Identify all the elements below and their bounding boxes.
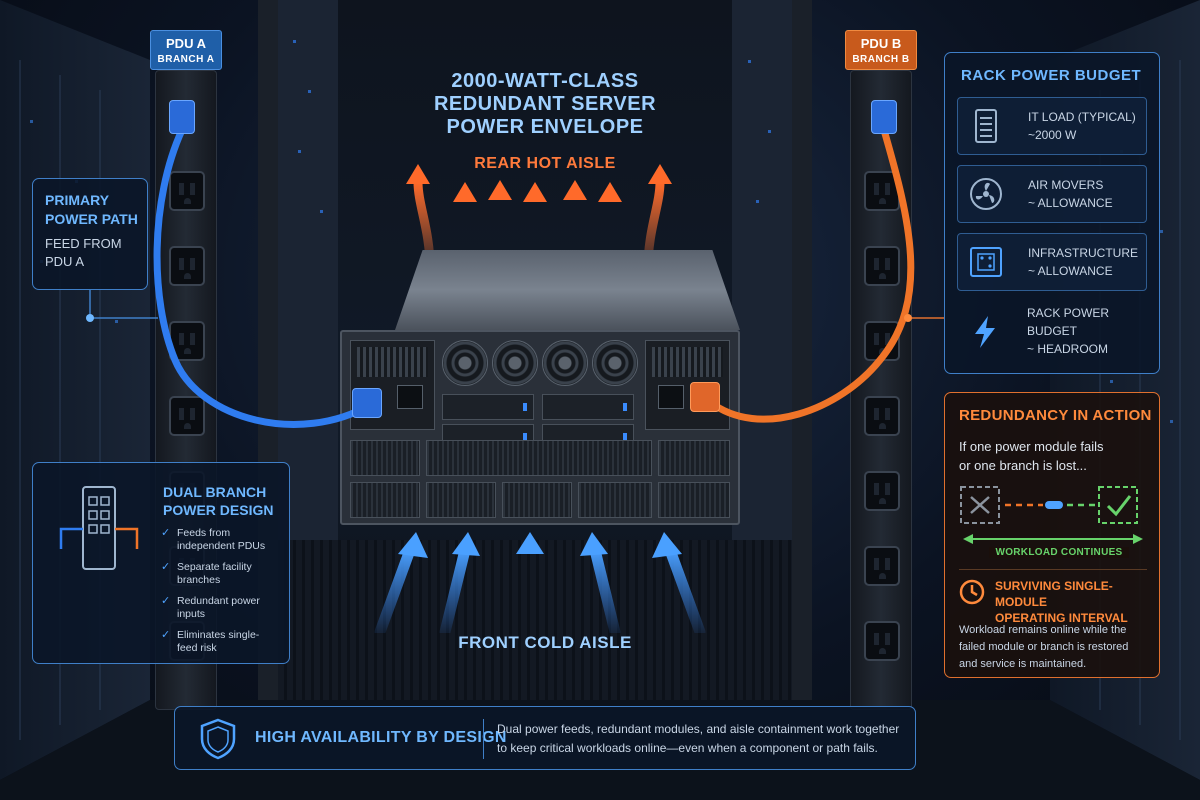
divider [959,569,1147,570]
workload-continues-label: WORKLOAD CONTINUES [989,547,1129,558]
redundancy-title: REDUNDANCY IN ACTION [959,407,1152,424]
high-availability-title: HIGH AVAILABILITY BY DESIGN [255,729,507,746]
power-outlet[interactable] [864,396,900,436]
pdu-b-tag: PDU B BRANCH B [845,30,917,70]
psu-vent-grill [357,347,428,377]
drive-bay[interactable] [542,394,634,420]
primary-power-path-panel: PRIMARY POWER PATH FEED FROM PDU A [32,178,148,290]
pdu-b-plug[interactable] [871,100,897,134]
checkmark-icon: ✓ [161,629,171,641]
high-availability-banner: HIGH AVAILABILITY BY DESIGN Dual power f… [174,706,916,770]
failover-diagram [960,486,1143,544]
server-icon [975,109,997,143]
list-item: ✓Eliminates single-feed risk [161,629,260,654]
power-outlet[interactable] [169,396,205,436]
high-availability-description: Dual power feeds, redundant modules, and… [497,722,900,755]
power-outlet[interactable] [864,546,900,586]
redundancy-in-action-panel: REDUNDANCY IN ACTION If one power module… [944,392,1160,678]
server-inlet-plug-a[interactable] [352,388,382,418]
diagram-title: 2000-WATT-CLASS REDUNDANT SERVER POWER E… [433,70,657,138]
power-outlet[interactable] [169,171,205,211]
storage-sled[interactable] [502,482,572,518]
power-outlet[interactable] [864,171,900,211]
storage-sled[interactable] [350,482,420,518]
psu-power-socket[interactable] [397,385,423,409]
budget-item-text: INFRASTRUCTURE ~ ALLOWANCE [1028,246,1138,278]
cold-aisle-airflow-arrows [374,532,706,633]
redundancy-description: If one power module fails or one branch … [959,439,1104,473]
storage-sled[interactable] [578,482,652,518]
storage-sled[interactable] [426,482,496,518]
pdu-b-branch: BRANCH B [852,54,910,65]
server-inlet-plug-b[interactable] [690,382,720,412]
dual-branch-title: DUAL BRANCH POWER DESIGN [163,484,274,518]
divider [483,719,484,759]
server-chassis-top [395,250,740,330]
budget-item-it-load: IT LOAD (TYPICAL) ~2000 W [957,97,1147,155]
power-outlet[interactable] [864,246,900,286]
power-outlet[interactable] [864,321,900,361]
primary-power-path-subtitle: FEED FROM PDU A [45,236,122,269]
storage-sled[interactable] [658,440,730,476]
storage-sled[interactable] [426,440,652,476]
budget-item-infrastructure: INFRASTRUCTURE ~ ALLOWANCE [957,233,1147,291]
front-cold-aisle-label: FRONT COLD AISLE [458,633,632,652]
checkmark-icon: ✓ [161,561,171,573]
fan-icon [442,340,488,386]
checkmark-icon: ✓ [161,595,171,607]
budget-item-text: AIR MOVERS ~ ALLOWANCE [1028,178,1113,210]
storage-sled[interactable] [658,482,730,518]
pdu-a-name: PDU A [166,36,206,51]
circuit-board-icon [970,247,1002,277]
rear-hot-aisle-label: REAR HOT AISLE [474,155,616,172]
budget-item-text: IT LOAD (TYPICAL) ~2000 W [1028,110,1136,142]
power-outlet[interactable] [864,471,900,511]
psu-power-socket[interactable] [658,385,684,409]
psu-vent-grill [652,347,723,377]
fan-icon [492,340,538,386]
power-outlet[interactable] [169,321,205,361]
shield-icon [200,718,236,760]
fan-icon [592,340,638,386]
server-chassis [340,330,740,525]
drive-bay[interactable] [442,394,534,420]
pdu-a-plug[interactable] [169,100,195,134]
fan-icon [542,340,588,386]
primary-power-path-title: PRIMARY POWER PATH [45,192,138,227]
power-outlet[interactable] [864,621,900,661]
redundancy-note: Workload remains online while the failed… [959,624,1129,670]
pdu-a-tag: PDU A BRANCH A [150,30,222,70]
lightning-icon [975,316,995,348]
pdu-b-strip [850,70,912,710]
pdu-a-branch: BRANCH A [157,54,215,65]
storage-sled[interactable] [350,440,420,476]
rack-power-budget-panel: RACK POWER BUDGET IT LOAD (TYPICAL) ~200… [944,52,1160,374]
budget-item-air-movers: AIR MOVERS ~ ALLOWANCE [957,165,1147,223]
clock-icon [959,579,985,605]
budget-item-headroom: RACK POWER BUDGET ~ HEADROOM [957,300,1147,364]
power-outlet[interactable] [169,246,205,286]
dual-pdu-icon [59,486,139,570]
rack-power-budget-title: RACK POWER BUDGET [961,67,1142,84]
budget-item-text: RACK POWER BUDGET ~ HEADROOM [1027,306,1110,356]
surviving-interval-title: SURVIVING SINGLE-MODULE OPERATING INTERV… [995,579,1128,625]
checkmark-icon: ✓ [161,527,171,539]
pdu-b-name: PDU B [860,36,902,51]
fan-icon [970,178,1002,210]
